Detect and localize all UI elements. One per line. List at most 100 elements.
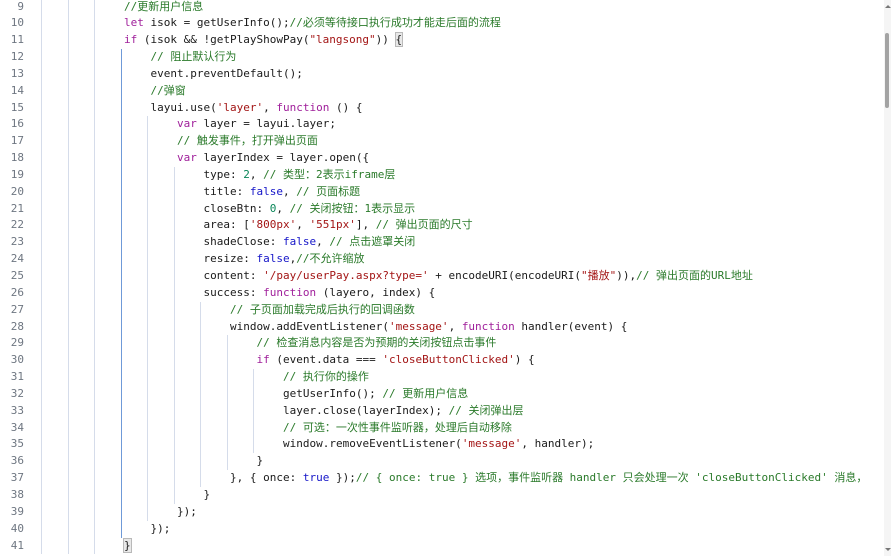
code-text[interactable]: });	[177, 504, 197, 521]
code-line[interactable]: 15 layui.use('layer', function () {	[0, 99, 882, 117]
indent-guide	[67, 537, 69, 555]
code-line[interactable]: 39});	[0, 503, 882, 521]
code-text[interactable]: // 触发事件，打开弹出页面	[177, 133, 318, 150]
code-line[interactable]: 9//更新用户信息	[0, 0, 882, 16]
code-line[interactable]: 31// 执行你的操作	[0, 369, 882, 386]
code-text[interactable]: // 阻止默认行为	[151, 49, 237, 66]
code-line[interactable]: 29// 检查消息内容是否为预期的关闭按钮点击事件	[0, 335, 882, 353]
code-line[interactable]: 38}	[0, 486, 882, 504]
code-line[interactable]: 37}, { once: true });// { once: true } 选…	[0, 470, 882, 487]
indent-guide	[226, 419, 228, 437]
indent-guide	[120, 419, 122, 437]
indent-guide	[67, 453, 69, 471]
code-text[interactable]: // 可选：一次性事件监听器，处理后自动移除	[283, 420, 512, 437]
code-text[interactable]: window.addEventListener('message', funct…	[230, 319, 627, 336]
scrollbar-thumb[interactable]	[885, 33, 889, 108]
code-text[interactable]: //弹窗	[151, 83, 186, 100]
code-text[interactable]: getUserInfo(); // 更新用户信息	[283, 386, 468, 403]
code-line[interactable]: 35 window.removeEventListener('message', …	[0, 436, 882, 454]
indent-guide	[173, 470, 175, 487]
scroll-down-arrow-icon[interactable]	[885, 548, 891, 551]
code-line[interactable]: 36}	[0, 453, 882, 471]
code-text[interactable]: if (event.data === 'closeButtonClicked')…	[257, 352, 535, 369]
indent-guide	[67, 352, 69, 370]
line-number: 34	[10, 420, 24, 434]
code-text[interactable]: });	[151, 521, 171, 538]
vertical-scrollbar[interactable]	[884, 0, 891, 556]
code-line[interactable]: 41}	[0, 537, 882, 555]
code-token: }	[203, 487, 211, 501]
indent-guide	[120, 453, 122, 471]
code-line[interactable]: 24 resize: false,//不允许缩放	[0, 251, 882, 268]
indent-guide	[120, 65, 122, 83]
scroll-up-arrow-icon[interactable]	[885, 5, 891, 8]
code-text[interactable]: type: 2, // 类型：2表示iframe层	[204, 167, 396, 184]
code-text[interactable]: content: '/pay/userPay.aspx?type=' + enc…	[204, 268, 753, 285]
code-text[interactable]: success: function (layero, index) {	[204, 285, 436, 302]
indent-guide	[147, 284, 148, 302]
code-text[interactable]: //更新用户信息	[124, 0, 203, 15]
line-number: 21	[10, 201, 24, 215]
code-text[interactable]: }	[257, 453, 264, 470]
code-text[interactable]: title: false, // 页面标题	[204, 184, 361, 201]
indent-guide	[94, 453, 95, 471]
code-text[interactable]: layui.use('layer', function () {	[151, 100, 363, 117]
code-text[interactable]: event.preventDefault();	[151, 66, 303, 83]
line-number: 15	[10, 100, 24, 114]
code-line[interactable]: 17 // 触发事件，打开弹出页面	[0, 133, 882, 151]
code-text[interactable]: // 子页面加载完成后执行的回调函数	[230, 302, 415, 319]
code-text[interactable]: var layer = layui.layer;	[177, 116, 336, 133]
code-text[interactable]: // 执行你的操作	[283, 369, 369, 386]
code-text[interactable]: area: ['800px', '551px'], // 弹出页面的尺寸	[204, 217, 473, 234]
code-line[interactable]: 21 closeBtn: 0, // 关闭按钮：1表示显示	[0, 200, 882, 218]
code-token: ,	[448, 319, 462, 333]
code-text[interactable]: resize: false,//不允许缩放	[204, 251, 365, 268]
code-token: function	[263, 285, 317, 299]
code-token: // { once: true } 选项，事件监听器 handler 只会处理一…	[355, 471, 868, 485]
code-line[interactable]: 34 // 可选：一次性事件监听器，处理后自动移除	[0, 419, 882, 437]
code-line[interactable]: 40});	[0, 520, 882, 538]
indent-guide	[94, 335, 95, 353]
indent-guide	[94, 537, 95, 555]
line-number: 17	[10, 134, 24, 148]
line-number: 35	[10, 437, 24, 451]
code-text[interactable]: // 检查消息内容是否为预期的关闭按钮点击事件	[257, 335, 497, 352]
code-token: });	[150, 521, 171, 535]
line-number: 24	[10, 252, 24, 266]
code-line[interactable]: 14//弹窗	[0, 82, 882, 100]
indent-guide	[41, 503, 42, 521]
code-text[interactable]: closeBtn: 0, // 关闭按钮：1表示显示	[204, 201, 416, 218]
code-text[interactable]: let isok = getUserInfo();//必须等待接口执行成功才能走…	[124, 15, 501, 32]
indent-guide	[41, 133, 42, 151]
code-line[interactable]: 12// 阻止默认行为	[0, 49, 882, 66]
code-text[interactable]: }, { once: true });// { once: true } 选项，…	[230, 470, 867, 487]
code-line[interactable]: 16 var layer = layui.layer;	[0, 116, 882, 134]
code-text[interactable]: shadeClose: false, // 点击遮罩关闭	[204, 234, 416, 251]
code-text[interactable]: }	[123, 537, 132, 555]
code-token: // 类型：2表示iframe层	[263, 167, 396, 181]
code-text[interactable]: if (isok && !getPlayShowPay("langsong"))…	[124, 32, 404, 49]
code-text[interactable]: var layerIndex = layer.open({	[177, 150, 369, 167]
code-text[interactable]: }	[204, 487, 211, 504]
indent-guide	[41, 301, 42, 319]
code-line[interactable]: 27// 子页面加载完成后执行的回调函数	[0, 301, 882, 319]
code-text[interactable]: window.removeEventListener('message', ha…	[283, 436, 594, 453]
indent-guide	[94, 234, 95, 252]
line-number: 16	[10, 117, 24, 131]
code-text[interactable]: layer.close(layerIndex); // 关闭弹出层	[283, 403, 523, 420]
